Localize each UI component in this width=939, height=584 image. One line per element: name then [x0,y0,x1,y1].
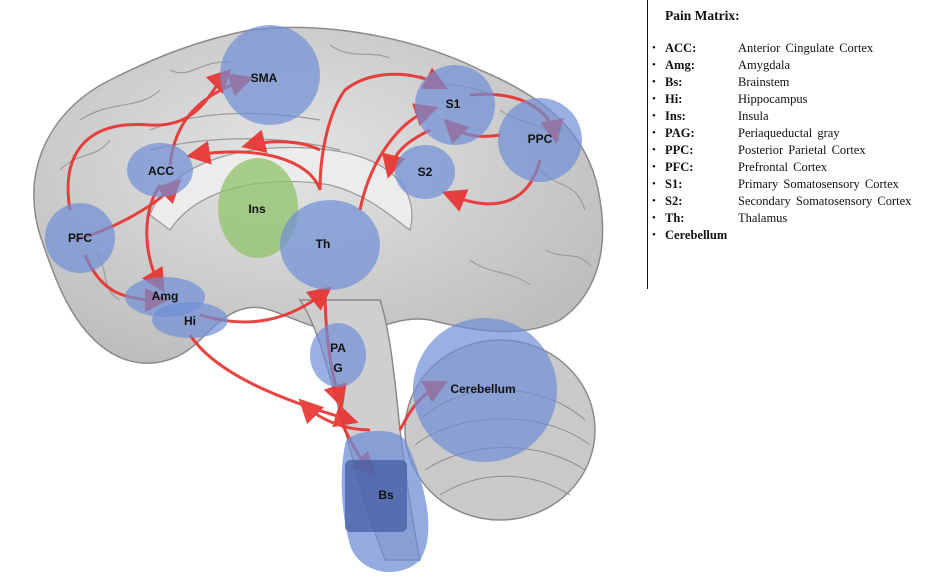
brain-illustration: SMA S1 PPC ACC S2 Ins Th PFC Amg Hi PA G… [33,25,604,572]
region-bubbles [45,25,582,572]
region-th [280,200,380,290]
label-sma: SMA [251,71,278,85]
legend-abbr: S2: [665,194,683,208]
legend-full: Amygdala [738,58,791,72]
bullet-icon: • [652,161,656,173]
label-amg: Amg [152,289,179,303]
legend-full: Insula [738,109,769,123]
region-ins [218,158,298,258]
legend-item: • PPC: Posterior Parietal Cortex [652,142,939,159]
legend-abbr: S1: [665,177,683,191]
region-bs-core [345,460,407,532]
label-pfc: PFC [68,231,92,245]
legend-abbr: Cerebellum [665,228,728,242]
legend-full: Posterior Parietal Cortex [738,143,866,157]
label-hi: Hi [184,314,196,328]
legend-full: Brainstem [738,75,790,89]
legend-abbr: PAG: [665,126,695,140]
label-s1: S1 [446,97,461,111]
legend-item: • Bs: Brainstem [652,74,939,91]
legend-item: • ACC: Anterior Cingulate Cortex [652,40,939,57]
legend-full: Periaqueductal gray [738,126,840,140]
legend-item: • S1: Primary Somatosensory Cortex [652,176,939,193]
legend-item: • Th: Thalamus [652,210,939,227]
label-ppc: PPC [528,132,553,146]
legend-abbr: Th: [665,211,685,225]
region-sma [220,25,320,125]
bullet-icon: • [652,110,656,122]
bullet-icon: • [652,212,656,224]
label-bs: Bs [378,488,394,502]
legend-abbr: Ins: [665,109,686,123]
legend-full: Prefrontal Cortex [738,160,828,174]
legend-full: Anterior Cingulate Cortex [738,41,874,55]
region-pfc [45,203,115,273]
legend-item: • Ins: Insula [652,108,939,125]
bullet-icon: • [652,59,656,71]
legend-abbr: PFC: [665,160,694,174]
label-ins: Ins [248,202,266,216]
legend-full: Primary Somatosensory Cortex [738,177,899,191]
bullet-icon: • [652,195,656,207]
legend-full: Hippocampus [738,92,808,106]
legend-divider [647,0,648,289]
bullet-icon: • [652,178,656,190]
region-acc [127,143,193,197]
legend-full: Secondary Somatosensory Cortex [738,194,912,208]
legend-item: • PFC: Prefrontal Cortex [652,159,939,176]
brain-diagram: SMA S1 PPC ACC S2 Ins Th PFC Amg Hi PA G… [33,25,604,572]
legend-abbr: Bs: [665,75,683,89]
bullet-icon: • [652,76,656,88]
label-pag-line2: G [333,361,342,375]
region-hi [152,302,228,338]
label-cerebellum: Cerebellum [450,382,515,396]
bullet-icon: • [652,229,656,241]
legend-title: Pain Matrix: [665,8,740,23]
region-ppc [498,98,582,182]
label-acc: ACC [148,164,174,178]
bullet-icon: • [652,144,656,156]
legend-full: Thalamus [738,211,788,225]
bullet-icon: • [652,93,656,105]
label-s2: S2 [418,165,433,179]
legend-list: • ACC: Anterior Cingulate Cortex • Amg: Amygd… [652,40,939,244]
legend-abbr: Hi: [665,92,683,106]
legend-item: • Amg: Amygdala [652,57,939,74]
legend-abbr: Amg: [665,58,695,72]
legend-item: • S2: Secondary Somatosensory Cortex [652,193,939,210]
region-pag [310,323,366,387]
legend-item: • Hi: Hippocampus [652,91,939,108]
legend-abbr: PPC: [665,143,694,157]
label-pag-line1: PA [330,341,346,355]
legend-panel: Pain Matrix: • ACC: Anterior Cingulate Cor… [652,6,939,244]
region-cerebellum [413,318,557,462]
legend-item: • PAG: Periaqueductal gray [652,125,939,142]
region-s2 [395,145,455,199]
region-s1 [415,65,495,145]
bullet-icon: • [652,42,656,54]
legend-item: • Cerebellum [652,227,939,244]
legend-abbr: ACC: [665,41,697,55]
label-th: Th [316,237,331,251]
bullet-icon: • [652,127,656,139]
